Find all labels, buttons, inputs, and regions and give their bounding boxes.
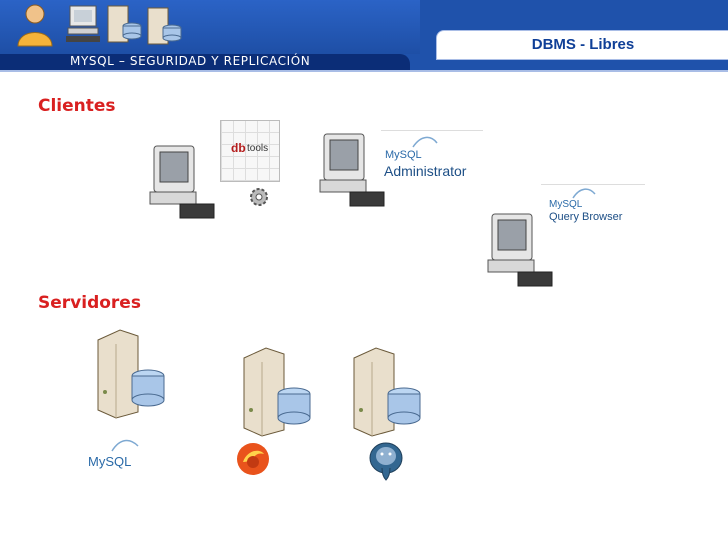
computer-icon: [66, 5, 100, 42]
dbtools-db: db: [231, 141, 246, 155]
user-icon: [17, 4, 53, 47]
mysql-logo: MySQL: [86, 436, 156, 472]
server-db-icon: [97, 329, 165, 419]
server-db-icon: [147, 7, 182, 45]
clients-heading: Clientes: [38, 96, 116, 116]
header-bar: DBMS - Libres MYSQL – SEGURIDAD Y REPLIC…: [0, 0, 728, 70]
mysql-query-browser-logo: MySQL Query Browser: [541, 184, 645, 227]
mysql-brand: MySQL: [549, 199, 583, 210]
servers-heading: Servidores: [38, 293, 141, 313]
dolphin-icon: [412, 136, 438, 148]
gear-icon: [250, 188, 268, 206]
dolphin-icon: [572, 188, 596, 199]
title-tab: DBMS - Libres: [436, 30, 728, 60]
workstation-icon: [319, 133, 385, 207]
page-title: DBMS - Libres: [531, 36, 635, 53]
page-subtitle: MYSQL – SEGURIDAD Y REPLICACIÓN: [70, 54, 311, 68]
header-divider: [0, 70, 728, 72]
mysql-product: Administrator: [384, 163, 467, 179]
postgresql-elephant-icon: [369, 442, 403, 481]
server-db-icon: [107, 5, 142, 43]
workstation-icon: [487, 213, 553, 287]
mysql-brand: MySQL: [385, 149, 422, 161]
server-db-icon: [243, 347, 311, 437]
dbtools-tools: tools: [247, 143, 269, 154]
server-db-icon: [353, 347, 421, 437]
firebird-logo-icon: [237, 443, 269, 475]
mysql-brand: MySQL: [88, 454, 132, 469]
mysql-product: Query Browser: [549, 211, 623, 223]
dolphin-icon: [111, 439, 139, 452]
workstation-icon: [149, 145, 215, 219]
dbtools-logo: db tools: [220, 120, 280, 182]
mysql-administrator-logo: MySQL Administrator: [381, 130, 483, 183]
subtitle-bar: MYSQL – SEGURIDAD Y REPLICACIÓN: [0, 54, 410, 70]
